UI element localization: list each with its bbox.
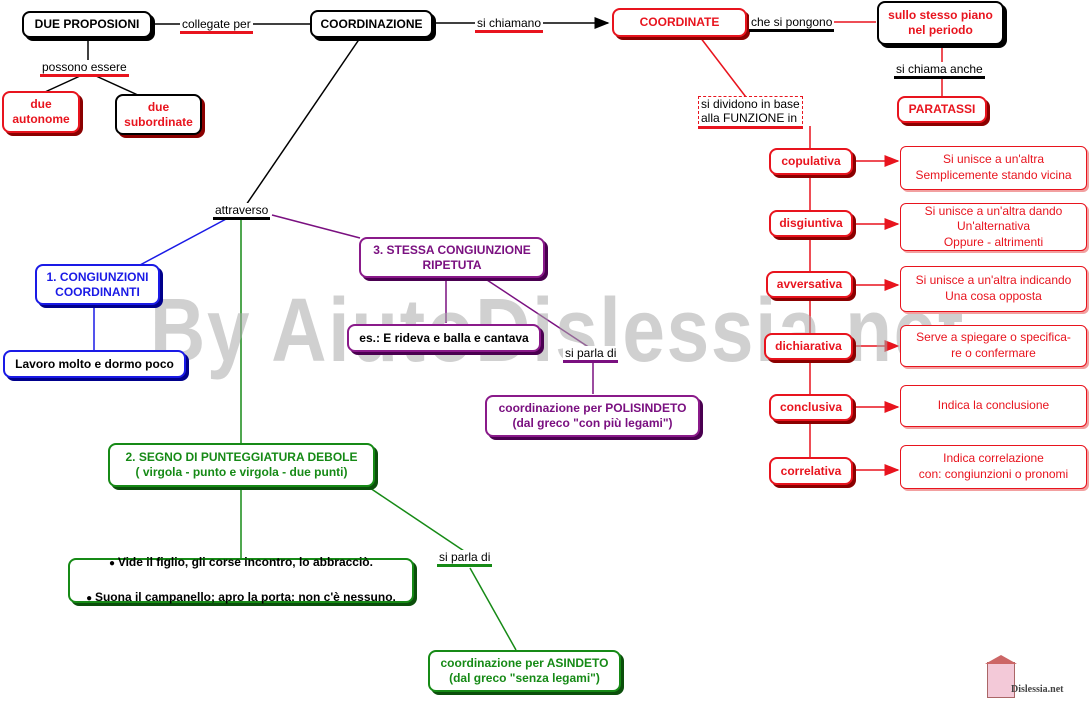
edge-coordinazione-attraverso bbox=[245, 37, 361, 206]
node-coordinazione[interactable]: COORDINAZIONE bbox=[310, 10, 433, 38]
house-icon bbox=[985, 655, 1017, 698]
label-collegate-per: collegate per bbox=[180, 17, 253, 35]
edge-possono-autonome bbox=[44, 75, 81, 93]
esempio-asindeto-1: Vide il figlio, gli corse incontro, lo a… bbox=[86, 554, 396, 572]
label-si-chiama-anche: si chiama anche bbox=[894, 62, 985, 80]
node-lavoro-esempio[interactable]: Lavoro molto e dormo poco bbox=[3, 350, 186, 378]
label-attraverso: attraverso bbox=[213, 203, 271, 221]
edge-possono-subordinate bbox=[95, 75, 141, 97]
esempio-asindeto-2: Suona il campanello; apro la porta: non … bbox=[86, 589, 396, 607]
node-esempio-rideva[interactable]: es.: E rideva e balla e cantava bbox=[347, 324, 541, 352]
esempi-asindeto-list: Vide il figlio, gli corse incontro, lo a… bbox=[86, 537, 396, 624]
label-che-si-pongono: che si pongono bbox=[749, 15, 835, 33]
logo-text: Dislessia.net bbox=[1011, 684, 1064, 695]
node-paratassi[interactable]: PARATASSI bbox=[897, 96, 987, 123]
node-conclusiva[interactable]: conclusiva bbox=[769, 394, 853, 421]
edge-attraverso-stessa bbox=[271, 214, 361, 239]
edge-coordinate-dividono bbox=[699, 36, 753, 106]
desc-conclusiva: Indica la conclusione bbox=[900, 385, 1087, 427]
aiutodislessia-logo: Dislessia.net bbox=[985, 655, 1077, 700]
label-si-parla-di-asindeto: si parla di bbox=[437, 550, 493, 568]
label-si-chiamano: si chiamano bbox=[475, 16, 544, 34]
node-polisindeto[interactable]: coordinazione per POLISINDETO (dal greco… bbox=[485, 395, 700, 437]
edge-segno-siparla bbox=[369, 487, 471, 556]
edge-siparla-asindeto bbox=[469, 567, 517, 651]
node-esempi-asindeto[interactable]: Vide il figlio, gli corse incontro, lo a… bbox=[68, 555, 414, 604]
label-possono-essere: possono essere bbox=[40, 60, 129, 78]
node-coordinate[interactable]: COORDINATE bbox=[612, 8, 747, 37]
node-avversativa[interactable]: avversativa bbox=[766, 271, 853, 298]
node-stessa-congiunzione[interactable]: 3. STESSA CONGIUNZIONE RIPETUTA bbox=[359, 237, 545, 278]
desc-avversativa: Si unisce a un'altra indicando Una cosa … bbox=[900, 266, 1087, 312]
node-due-autonome[interactable]: due autonome bbox=[2, 91, 80, 133]
node-copulativa[interactable]: copulativa bbox=[769, 148, 853, 175]
desc-correlativa: Indica correlazione con: congiunzioni o … bbox=[900, 445, 1087, 489]
node-dichiarativa[interactable]: dichiarativa bbox=[764, 333, 853, 360]
node-due-proposioni[interactable]: DUE PROPOSIONI bbox=[22, 11, 152, 38]
desc-dichiarativa: Serve a spiegare o specifica- re o confe… bbox=[900, 325, 1087, 367]
node-due-subordinate[interactable]: due subordinate bbox=[115, 94, 202, 135]
label-si-parla-di-polisindeto: si parla di bbox=[563, 346, 619, 364]
node-disgiuntiva[interactable]: disgiuntiva bbox=[769, 210, 853, 237]
node-correlativa[interactable]: correlativa bbox=[769, 457, 853, 485]
label-si-dividono: si dividono in base alla FUNZIONE in bbox=[698, 96, 803, 129]
node-stesso-piano[interactable]: sullo stesso piano nel periodo bbox=[877, 1, 1004, 45]
node-congiunzioni-coordinanti[interactable]: 1. CONGIUNZIONI COORDINANTI bbox=[35, 264, 160, 305]
node-asindeto[interactable]: coordinazione per ASINDETO (dal greco "s… bbox=[428, 650, 621, 692]
desc-copulativa: Si unisce a un'altra Semplicemente stand… bbox=[900, 146, 1087, 190]
edge-attraverso-congiunzioni bbox=[139, 217, 229, 266]
desc-disgiuntiva: Si unisce a un'altra dando Un'alternativ… bbox=[900, 203, 1087, 251]
edge-stessa-siparla bbox=[486, 279, 591, 349]
node-segno-punteggiatura[interactable]: 2. SEGNO DI PUNTEGGIATURA DEBOLE ( virgo… bbox=[108, 443, 375, 487]
